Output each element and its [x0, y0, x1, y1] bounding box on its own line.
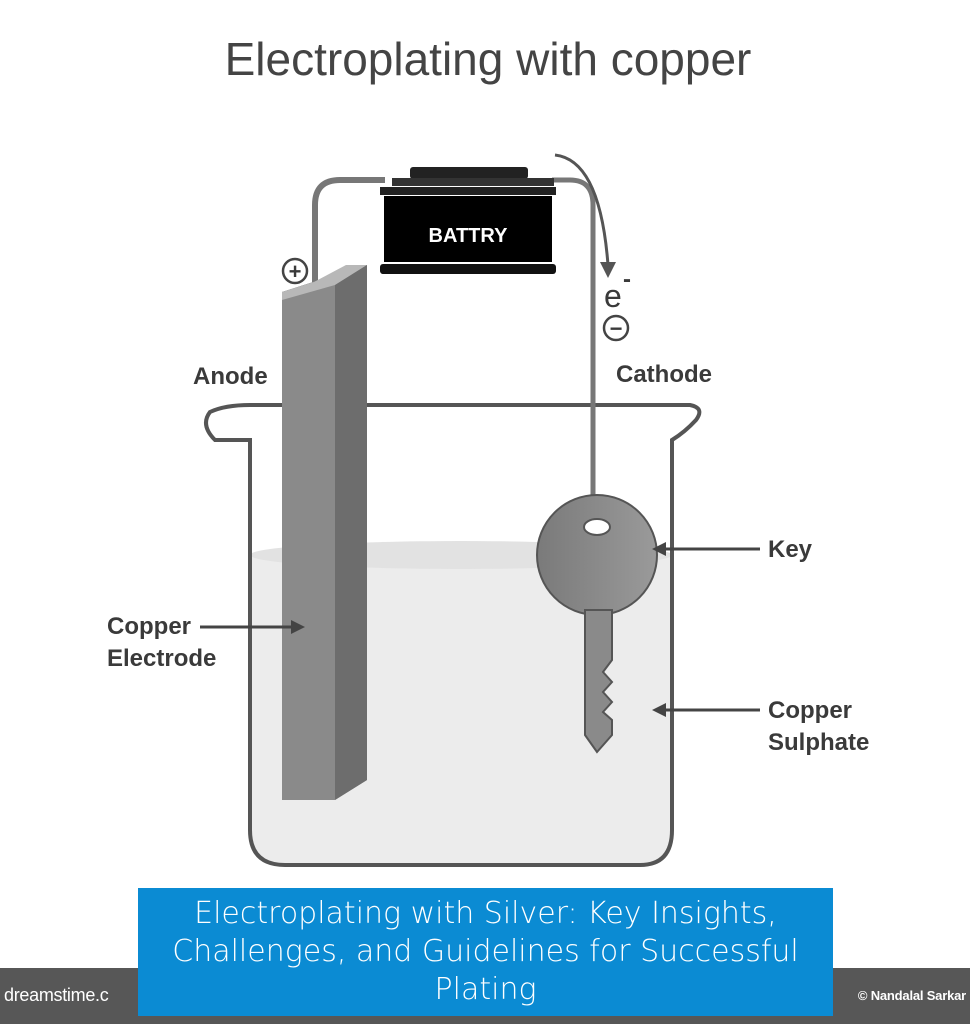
plus-sign: +: [289, 259, 302, 284]
electron-superscript: -: [623, 266, 631, 293]
anode-label: Anode: [193, 363, 268, 390]
electron-label: e: [604, 278, 622, 314]
article-title-banner: Electroplating with Silver: Key Insights…: [138, 888, 833, 1016]
sulphate-arrow-head: [652, 703, 666, 717]
battery-label: BATTRY: [429, 225, 509, 247]
beaker: [204, 403, 702, 867]
key-arrow-head: [652, 542, 666, 556]
battery: BATTRY: [380, 167, 556, 274]
minus-icon: [602, 314, 630, 342]
author-credit: © Nandalal Sarkar: [857, 988, 966, 1003]
minus-sign: −: [610, 316, 623, 341]
key-label: Key: [768, 536, 813, 563]
brand-logo: dreamstime.c: [4, 985, 109, 1005]
cathode-wire: [552, 177, 596, 505]
copper-electrode-label-2: Electrode: [107, 645, 216, 672]
copper-sulphate-label-2: Sulphate: [768, 729, 869, 756]
copper-anode: [282, 265, 367, 800]
electron-flow-arrow: [554, 153, 610, 266]
arrow-head: [600, 262, 616, 278]
copper-electrode-label-1: Copper: [107, 613, 191, 640]
anode-wire: [312, 177, 385, 300]
plus-icon: [281, 257, 309, 285]
diagram-title: Electroplating with copper: [225, 33, 752, 85]
cathode-label: Cathode: [616, 361, 712, 388]
copper-sulphate-label-1: Copper: [768, 697, 852, 724]
key: [536, 494, 658, 754]
banner-text: Electroplating with Silver: Key Insights…: [172, 896, 799, 1007]
electrode-arrow-head: [291, 620, 305, 634]
